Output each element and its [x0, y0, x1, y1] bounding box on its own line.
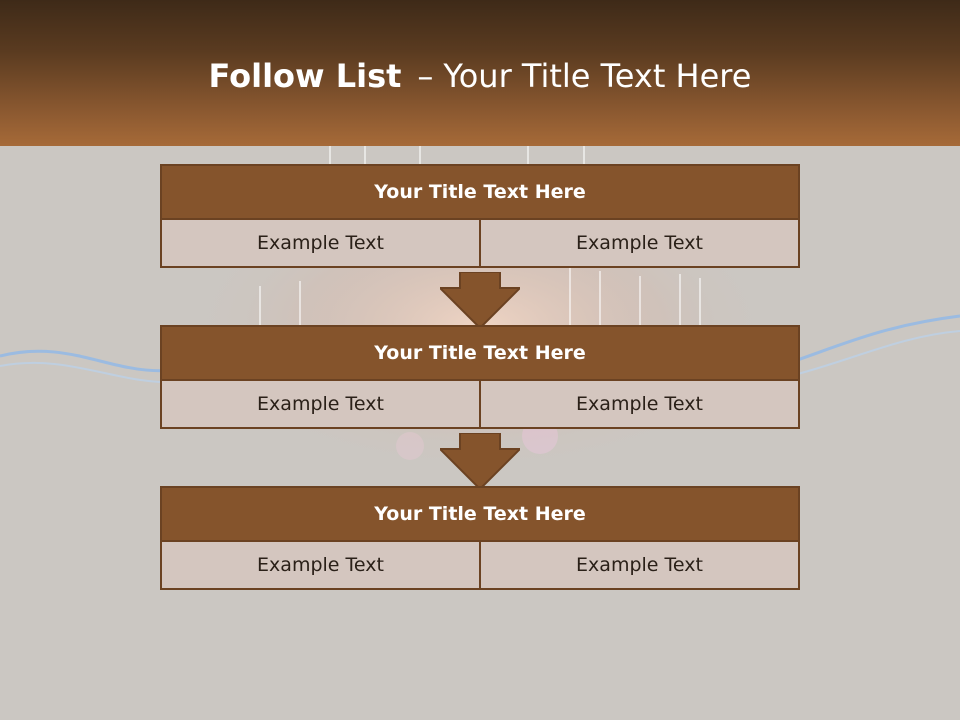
block-cell-right-1: Example Text — [479, 220, 798, 266]
block-cell-right-3: Example Text — [479, 542, 798, 588]
block-cell-left-1: Example Text — [162, 220, 479, 266]
list-block-1: Your Title Text Here Example Text Exampl… — [160, 164, 800, 268]
list-block-2: Your Title Text Here Example Text Exampl… — [160, 325, 800, 429]
block-row-2: Example Text Example Text — [160, 381, 800, 429]
down-arrow-icon — [440, 433, 520, 489]
slide-title-separator: – — [417, 57, 434, 95]
slide-title-bold: Follow List — [208, 57, 402, 95]
down-arrow-icon — [440, 272, 520, 328]
list-block-3: Your Title Text Here Example Text Exampl… — [160, 486, 800, 590]
slide-header — [0, 0, 960, 146]
block-title-3: Your Title Text Here — [160, 486, 800, 542]
slide-title: Follow List–Your Title Text Here — [0, 54, 960, 98]
block-cell-left-3: Example Text — [162, 542, 479, 588]
block-cell-left-2: Example Text — [162, 381, 479, 427]
slide-title-rest: Your Title Text Here — [443, 57, 752, 95]
block-cell-right-2: Example Text — [479, 381, 798, 427]
block-row-1: Example Text Example Text — [160, 220, 800, 268]
block-title-2: Your Title Text Here — [160, 325, 800, 381]
block-title-1: Your Title Text Here — [160, 164, 800, 220]
block-row-3: Example Text Example Text — [160, 542, 800, 590]
